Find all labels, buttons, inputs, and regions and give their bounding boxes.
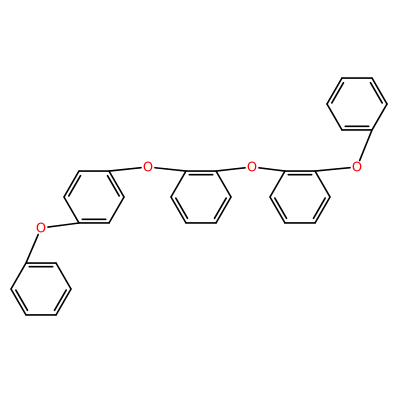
ring-left-double-4 <box>68 174 82 197</box>
ring-right-bond-1 <box>314 196 331 224</box>
ring-center-bond-1 <box>215 196 232 224</box>
ring-bottom-left-bond-4 <box>10 262 27 290</box>
ring-right-double-1 <box>312 197 327 220</box>
link-a-o1-b <box>358 147 366 162</box>
ring-bottom-left-bond-1 <box>55 288 72 316</box>
link-o2-c-a <box>233 166 246 170</box>
ring-right-bond-0 <box>314 170 331 198</box>
oxygen-atom-4: O <box>36 222 46 237</box>
oxygen-atom-1: O <box>352 161 362 176</box>
ring-bottom-left-double-3 <box>15 289 29 312</box>
link-d-o4-b <box>47 224 61 228</box>
link-o3-d-a <box>127 166 142 170</box>
link-b-o2-a <box>267 168 286 172</box>
ring-top-right-double-4 <box>330 81 345 104</box>
oxygen-atom-3: O <box>143 161 153 176</box>
link-c-o3-b <box>154 166 168 170</box>
oxygen-atom-2: O <box>247 161 257 176</box>
link-o4-e-a <box>32 233 40 247</box>
link-a-o1-a <box>363 129 373 150</box>
ring-left-bond-4 <box>63 170 80 198</box>
ring-right-double-3 <box>273 197 288 220</box>
ring-center-bond-0 <box>215 170 232 198</box>
ring-center-bond-3 <box>170 196 187 224</box>
ring-top-right-bond-1 <box>371 103 388 131</box>
ring-left-bond-0 <box>108 170 125 198</box>
ring-left-double-0 <box>106 174 120 197</box>
link-o3-d-b <box>108 168 130 172</box>
ring-right-bond-3 <box>269 196 286 224</box>
link-o4-e-b <box>25 244 35 264</box>
link-c-o3-a <box>166 168 187 172</box>
ring-bottom-left-bond-0 <box>55 262 72 290</box>
ring-top-right-bond-3 <box>326 103 343 131</box>
link-o2-c-b <box>215 168 235 172</box>
ring-bottom-left-double-1 <box>53 289 67 312</box>
ring-right-bond-4 <box>269 170 286 198</box>
ring-left-bond-3 <box>63 196 80 224</box>
link-b-o2-b <box>258 167 270 170</box>
ring-top-right-bond-4 <box>326 77 343 105</box>
ring-top-right-bond-0 <box>371 77 388 105</box>
ring-top-right-double-0 <box>369 81 384 104</box>
ring-left-bond-1 <box>108 196 125 224</box>
ring-bottom-left-bond-3 <box>10 288 27 316</box>
link-o1-b-a <box>335 166 351 170</box>
ring-center-bond-4 <box>170 170 187 198</box>
ring-center-double-3 <box>175 197 189 220</box>
link-o1-b-b <box>314 168 337 172</box>
link-d-o4-a <box>59 222 80 227</box>
ring-center-double-1 <box>213 197 227 220</box>
